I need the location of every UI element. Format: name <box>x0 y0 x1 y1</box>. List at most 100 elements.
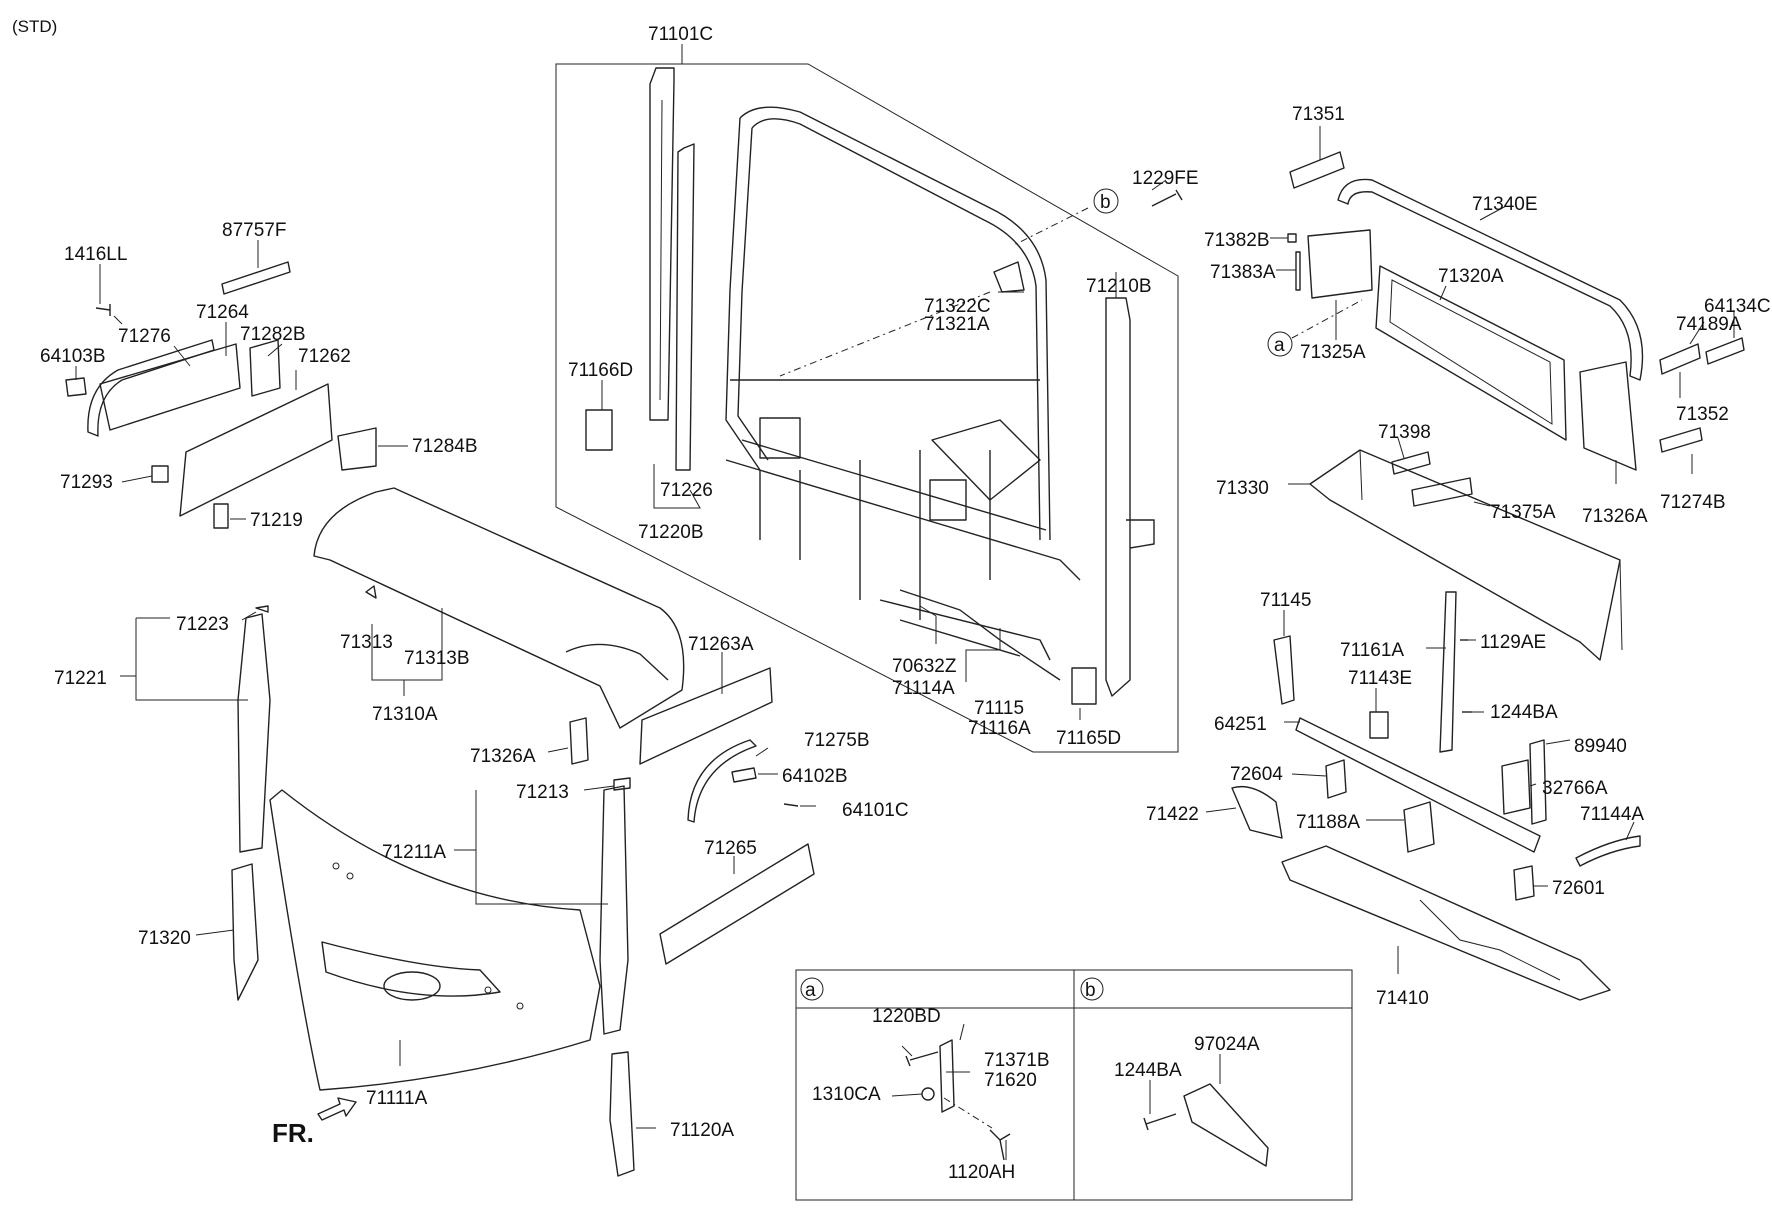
label-71375a: 71375A <box>1490 502 1556 523</box>
label-71313: 71313 <box>340 632 393 653</box>
clip-71213 <box>613 777 631 791</box>
label-1229fe: 1229FE <box>1132 168 1199 189</box>
label-71120a: 71120A <box>670 1120 734 1141</box>
label-71226: 71226 <box>660 480 713 501</box>
bracket-97024a <box>1183 1083 1269 1167</box>
bracket-71326a-left <box>569 717 589 765</box>
label-70632z: 70632Z <box>892 656 957 677</box>
label-32766a: 32766A <box>1542 778 1608 799</box>
label-71274b: 71274B <box>1660 492 1726 513</box>
floor-71410 <box>1281 845 1611 1001</box>
bracket-71274b <box>1659 427 1703 453</box>
left-pillar-part <box>649 67 695 471</box>
label-71188a: 71188A <box>1296 812 1360 833</box>
label-71326a-right: 71326A <box>1582 506 1648 527</box>
svg-text:FR.: FR. <box>272 1118 314 1148</box>
label-71161a: 71161A <box>1340 640 1404 661</box>
label-1244ba-detail: 1244BA <box>1114 1060 1182 1081</box>
label-97024a: 97024A <box>1194 1034 1260 1055</box>
panel-71263a <box>639 667 773 765</box>
clip-71219 <box>213 503 229 529</box>
label-71220b: 71220B <box>638 522 704 543</box>
part-labels: 71101C 87757F 1416LL 71264 71276 71282B … <box>40 24 1771 1183</box>
label-71293: 71293 <box>60 472 113 493</box>
label-71111a: 71111A <box>366 1088 428 1109</box>
clip-71293 <box>151 465 169 483</box>
a-pillar-71221 <box>237 613 271 853</box>
bracket-72601 <box>1513 865 1535 901</box>
svg-text:a: a <box>1274 335 1285 356</box>
clip-64102b <box>731 767 757 783</box>
bracket-89940 <box>1529 739 1547 825</box>
label-71320a: 71320A <box>1438 266 1504 287</box>
panel-71264 <box>99 343 241 431</box>
nut-1310ca <box>921 1087 935 1101</box>
label-89940: 89940 <box>1574 736 1627 757</box>
label-64101c: 64101C <box>842 800 909 821</box>
label-64103b: 64103B <box>40 346 106 367</box>
label-71321a: 71321A <box>924 314 990 335</box>
bracket-71351 <box>1289 151 1345 189</box>
cab-frame-assembly <box>725 106 1081 681</box>
label-71276: 71276 <box>118 326 171 347</box>
label-71340e: 71340E <box>1472 194 1538 215</box>
pillar-71211a <box>599 785 629 1035</box>
rail-64251 <box>1295 717 1541 853</box>
label-71219: 71219 <box>250 510 303 531</box>
clip-71382b <box>1287 233 1297 243</box>
label-71325a: 71325A <box>1300 342 1366 363</box>
label-71320-left: 71320 <box>138 928 191 949</box>
label-1120ah: 1120AH <box>948 1162 1015 1183</box>
bracket-71398 <box>1391 451 1431 475</box>
label-71398: 71398 <box>1378 422 1431 443</box>
bracket-64134c <box>1705 337 1745 365</box>
label-74189a: 74189A <box>1676 314 1742 335</box>
bracket-71422 <box>1231 785 1283 839</box>
label-1129ae: 1129AE <box>1480 632 1546 653</box>
panel-71265 <box>659 843 815 965</box>
label-1244ba-mid: 1244BA <box>1490 702 1558 723</box>
roof-panel-71313b <box>313 487 685 729</box>
label-71410: 71410 <box>1376 988 1429 1009</box>
label-71262: 71262 <box>298 346 351 367</box>
label-1310ca: 1310CA <box>812 1084 881 1105</box>
panel-71320a <box>1375 265 1567 441</box>
label-71210b: 71210B <box>1086 276 1152 297</box>
plate-71188a <box>1403 801 1435 853</box>
strip-71383a <box>1295 251 1301 291</box>
pillar-71320 <box>231 863 259 1001</box>
detail-a-label: a <box>805 980 816 1001</box>
label-71284b: 71284B <box>412 436 478 457</box>
label-71326a-left: 71326A <box>470 746 536 767</box>
label-64134c: 64134C <box>1704 296 1771 317</box>
trim-71276 <box>87 339 215 437</box>
label-71352: 71352 <box>1676 404 1729 425</box>
bolt-1220bd <box>905 1051 939 1067</box>
label-71211a: 71211A <box>382 842 446 863</box>
clip-71223 <box>255 605 269 613</box>
screw-64101c <box>783 803 799 807</box>
label-1220bd: 1220BD <box>872 1006 941 1027</box>
label-71115: 71115 <box>974 698 1024 719</box>
label-72601: 72601 <box>1552 878 1605 899</box>
plate-71284b <box>337 427 377 471</box>
screw-1416ll <box>95 304 111 316</box>
label-64102b: 64102B <box>782 766 848 787</box>
label-71221: 71221 <box>54 668 107 689</box>
label-71383a: 71383A <box>1210 262 1276 283</box>
bracket-71166d <box>585 409 613 451</box>
label-71313b: 71313B <box>404 648 470 669</box>
plate-71143e <box>1369 711 1389 739</box>
label-87757f: 87757F <box>222 220 286 241</box>
label-72604: 72604 <box>1230 764 1283 785</box>
bolt-1229fe <box>1151 189 1183 207</box>
label-71330: 71330 <box>1216 478 1269 499</box>
bracket-71322c <box>993 261 1025 293</box>
strip-87757f <box>221 261 291 295</box>
label-1416ll: 1416LL <box>64 244 127 265</box>
label-64251: 64251 <box>1214 714 1267 735</box>
clip-71313 <box>365 585 377 599</box>
strip-71275b <box>687 739 757 823</box>
panel-71325a <box>1307 229 1373 299</box>
label-71275b: 71275B <box>804 730 870 751</box>
